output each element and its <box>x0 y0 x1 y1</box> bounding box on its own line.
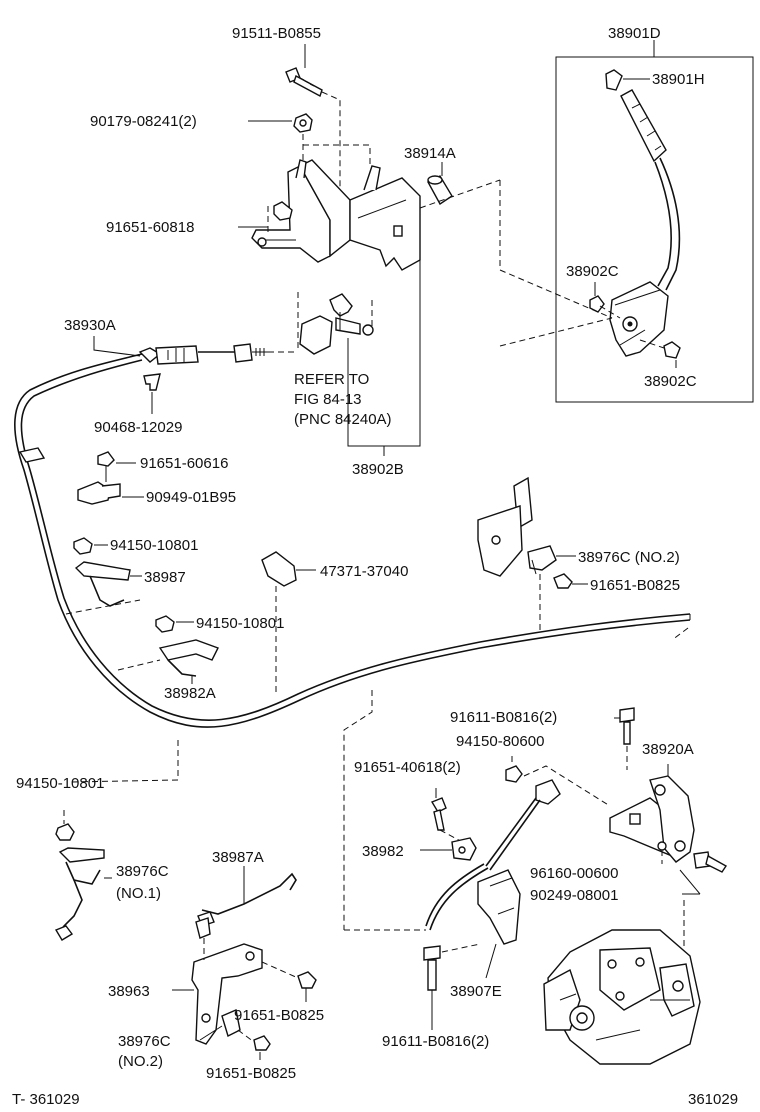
center-dashline <box>69 690 373 930</box>
bracket-38907e-part <box>477 869 521 979</box>
label-refer-line3: (PNC 84240A) <box>294 411 392 428</box>
bolt-91511-b0855-part <box>285 67 341 190</box>
label-lever-38920a: 38920A <box>642 741 694 758</box>
label-bolt-90249: 90249-08001 <box>530 887 618 904</box>
spring-38987-part <box>65 561 142 615</box>
bracket-to-lever-dashline <box>499 180 613 347</box>
nut-94150-b-part <box>155 615 194 633</box>
label-bushing-38914a: 38914A <box>404 145 456 162</box>
nut-94150-80600-part <box>505 756 611 807</box>
label-bracket-38976c-no2-bottom: 38976C <box>118 1033 171 1050</box>
label-bracket-38976c-no1: 38976C <box>116 863 169 880</box>
cable-38930a-part <box>14 343 691 728</box>
bolt-90249-part <box>679 851 728 946</box>
lever-38902b-leader <box>347 258 421 456</box>
link-38982-part <box>420 837 477 861</box>
nut-94150-c-part <box>55 810 75 841</box>
label-nut-94150-80600: 94150-80600 <box>456 733 544 750</box>
nut-90179-part <box>293 113 371 166</box>
bushing-38914a-part <box>419 162 501 209</box>
clip-90468-part <box>143 373 161 414</box>
bolt-91651-60616-part <box>97 451 115 482</box>
label-nut-94150-a: 94150-10801 <box>110 537 198 554</box>
bracket-38963-part <box>172 917 263 1045</box>
label-set-38901d: 38901D <box>608 25 661 42</box>
bolt-91651-40618-part <box>430 788 467 845</box>
label-bolt-91651-b0825-a: 91651-B0825 <box>590 577 680 594</box>
label-clip-38902c-top: 38902C <box>566 263 619 280</box>
label-nut-90179: 90179-08241(2) <box>90 113 197 130</box>
shift-handle-part <box>620 89 681 291</box>
spring-38982a-part <box>117 639 219 684</box>
label-bolt-91651-b0825-b: 91651-B0825 <box>234 1007 324 1024</box>
label-cable-38930a: 38930A <box>64 317 116 334</box>
label-bracket-38907e: 38907E <box>450 983 502 1000</box>
label-washer-96160: 96160-00600 <box>530 865 618 882</box>
spring-38987a-part <box>197 866 297 927</box>
clip-38902c-top-part <box>589 295 621 319</box>
nut-94150-a-part <box>73 537 93 555</box>
label-spring-38987a: 38987A <box>212 849 264 866</box>
washer-96160-part <box>657 841 667 864</box>
label-spring-38987: 38987 <box>144 569 186 586</box>
label-bolt-91511: 91511-B0855 <box>232 25 321 42</box>
label-lever-38902b: 38902B <box>352 461 404 478</box>
label-bolt-91611-a: 91611-B0816(2) <box>450 709 557 726</box>
label-bracket-38976c-no2-bottom-sub: (NO.2) <box>118 1053 163 1070</box>
label-clip-90468: 90468-12029 <box>94 419 182 436</box>
label-knob-38901h: 38901H <box>652 71 705 88</box>
clip-38902c-bottom-part <box>639 339 681 359</box>
linkage-rod-part <box>344 779 561 931</box>
bolt-91611-a-part <box>614 707 635 770</box>
label-nut-94150-b: 94150-10801 <box>196 615 284 632</box>
cable-38930a-leader <box>93 336 141 357</box>
label-spring-38982a: 38982A <box>164 685 216 702</box>
bolt-91651-b0825-b-part <box>261 961 317 1002</box>
label-refer-line1: REFER TO <box>294 371 369 388</box>
bolt-91651-b0825-c-part <box>237 1029 271 1060</box>
knob-38901h-part <box>605 69 650 91</box>
label-bolt-91611-b: 91611-B0816(2) <box>382 1033 489 1050</box>
lever-set-frame <box>555 56 754 403</box>
label-clamp-90949: 90949-01B95 <box>146 489 236 506</box>
clamp-90949-part <box>77 481 121 505</box>
label-clip-38902c-bottom: 38902C <box>644 373 697 390</box>
footer-left-code: T- 361029 <box>12 1091 80 1108</box>
label-bolt-91651-40618: 91651-40618(2) <box>354 759 461 776</box>
footer-right-code: 361029 <box>688 1091 738 1108</box>
bracket-38976c-no1-part <box>54 847 112 941</box>
label-bracket-38963: 38963 <box>108 983 150 1000</box>
lever-38920a-part <box>609 764 695 863</box>
transmission-housing-part <box>543 929 701 1065</box>
bracket-38976c-no2-bottom-part <box>199 1009 241 1041</box>
label-bracket-38976c-no1-sub: (NO.1) <box>116 885 161 902</box>
bolt-91651-b0825-a-part <box>553 573 588 589</box>
label-link-38982: 38982 <box>362 843 404 860</box>
label-bolt-91651-b0825-c: 91651-B0825 <box>206 1065 296 1082</box>
label-refer-line2: FIG 84-13 <box>294 391 362 408</box>
shift-valve-part <box>297 292 374 355</box>
bolt-91651-60818-part <box>267 201 293 232</box>
clamp-47371-part <box>261 551 316 696</box>
label-bolt-91651-60616: 91651-60616 <box>140 455 228 472</box>
label-bolt-91651-60818: 91651-60818 <box>106 219 194 236</box>
lever-base-part <box>609 281 669 357</box>
bolt-91611-b-part <box>423 943 481 1030</box>
bracket-38976c-no2-top-part <box>477 476 576 634</box>
label-nut-94150-c: 94150-10801 <box>16 775 104 792</box>
label-clamp-47371: 47371-37040 <box>320 563 408 580</box>
label-bracket-38976c-no2-top: 38976C (NO.2) <box>578 549 680 566</box>
